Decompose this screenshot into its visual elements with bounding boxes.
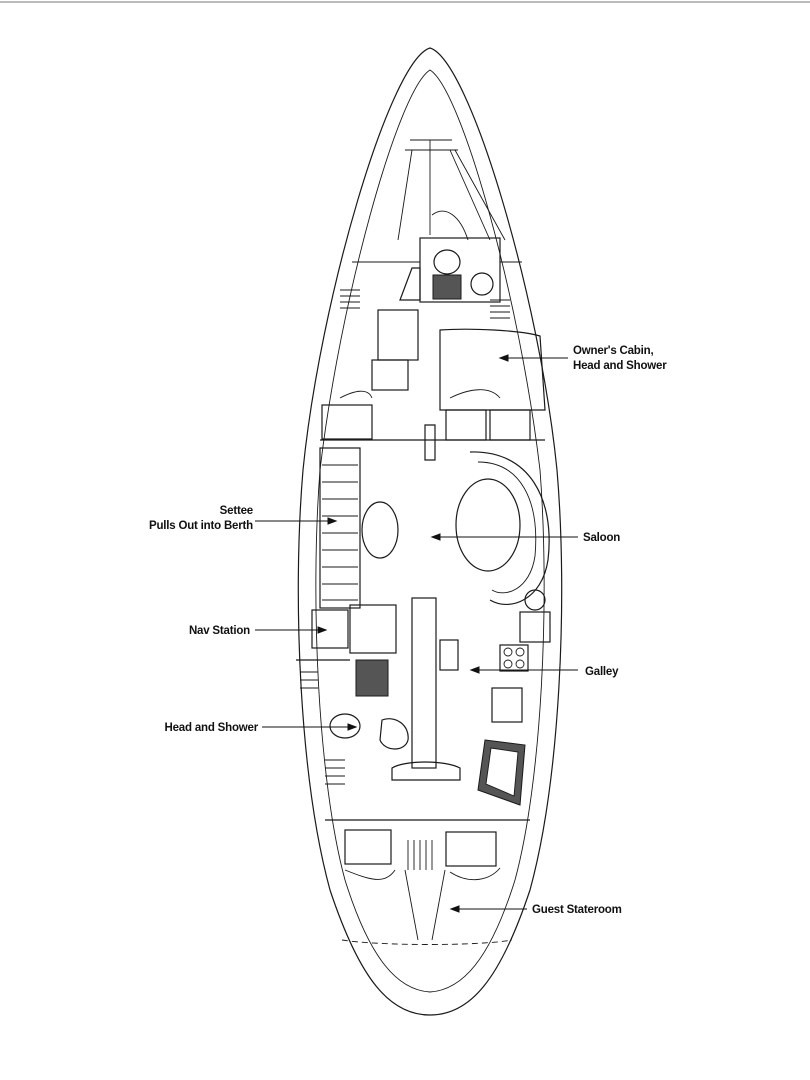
forepeak [397,139,506,241]
saloon-label: Saloon [583,532,620,544]
nav-station-label: Nav Station [189,625,250,637]
aft-head-compartment [300,671,526,806]
owners-cabin-label-line1: Owner's Cabin, [573,345,653,357]
owners-head-compartment [352,237,522,303]
saloon-area [319,447,550,611]
hull-outline [297,47,563,1016]
owners-cabin-label-line2: Head and Shower [573,360,667,372]
hull-inner-line [315,69,545,993]
galley-label: Galley [585,666,619,678]
guest-stateroom [325,819,530,945]
settee-label-line1: Settee [220,505,253,517]
aft-head-label: Head and Shower [165,722,259,734]
nav-and-galley [296,597,551,769]
leader-lines [255,354,578,913]
settee-label-line2: Pulls Out into Berth [149,520,253,532]
owners-cabin-berth [339,289,546,411]
guest-stateroom-label: Guest Stateroom [532,904,622,916]
forward-bulkhead [320,404,545,461]
